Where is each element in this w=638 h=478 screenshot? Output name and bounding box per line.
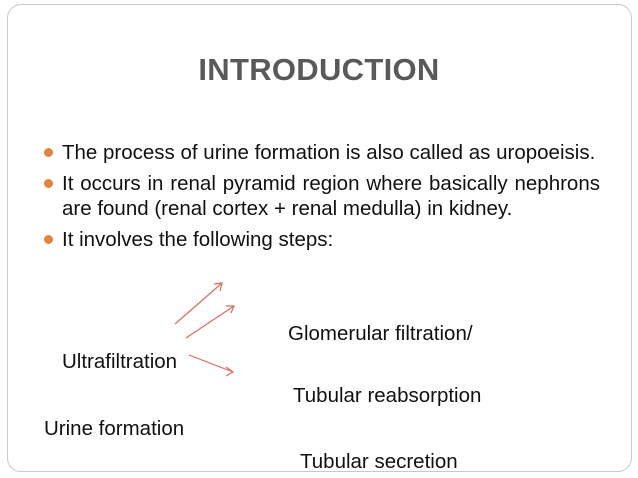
bullet-item: It occurs in renal pyramid region where … [44,171,600,221]
slide-title: INTRODUCTION [198,52,440,87]
arrow-to-tubular-reabsorption [185,305,235,339]
step-tubular-secretion: Tubular secretion [300,450,458,473]
bullet-item: It involves the following steps: [44,227,600,252]
slide-frame [7,4,632,472]
step-tubular-reabsorption: Tubular reabsorption [293,384,482,407]
step-ultrafiltration: Ultrafiltration [62,350,178,373]
step-glomerular-filtration: Glomerular filtration/ [288,322,473,345]
arrow-to-glomerular [174,282,223,325]
bullet-list: The process of urine formation is also c… [44,140,600,258]
bullet-item: The process of urine formation is also c… [44,140,600,165]
urine-formation-label: Urine formation [44,417,185,440]
arrow-to-tubular-secretion [188,354,235,377]
